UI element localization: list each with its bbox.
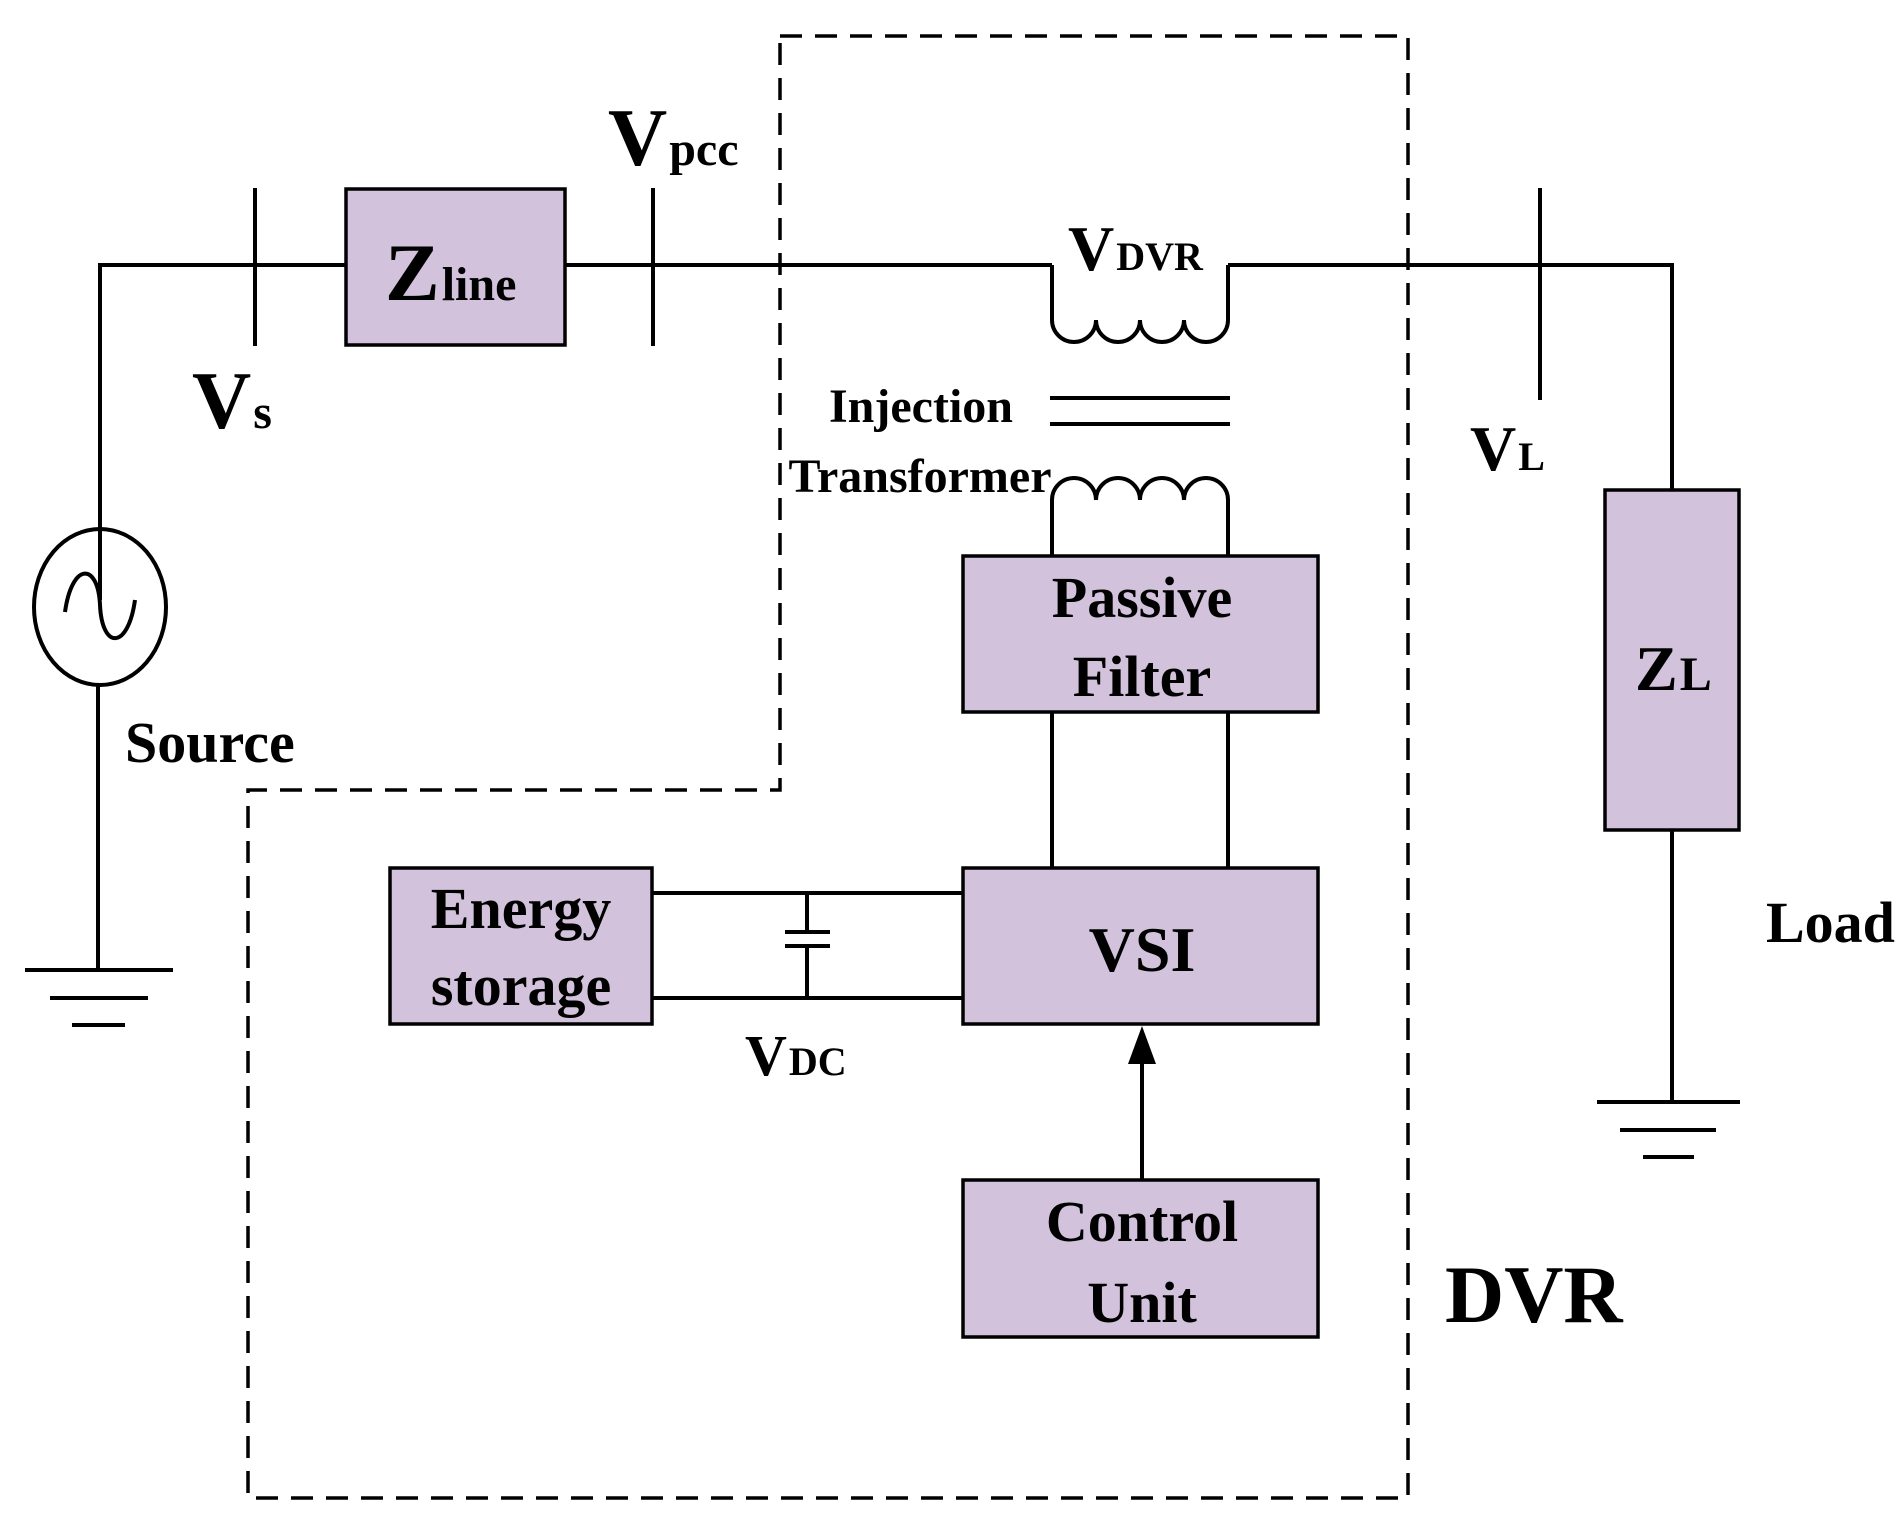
svg-text:ZL: ZL <box>1635 633 1712 704</box>
source-ground-icon <box>25 968 173 1027</box>
control-unit-line2: Unit <box>1087 1270 1197 1335</box>
vl-main: V <box>1470 413 1516 484</box>
injection-label-line1: Injection <box>829 380 1013 433</box>
source-symbol <box>32 527 168 970</box>
main-line <box>98 188 1674 600</box>
passive-filter-line2: Filter <box>1073 644 1211 709</box>
vdc-sub: DC <box>789 1039 847 1084</box>
energy-storage-line2: storage <box>431 953 611 1018</box>
load-label: Load <box>1766 890 1895 955</box>
svg-text:Vpcc: Vpcc <box>608 92 739 183</box>
dvr-boundary <box>246 34 1410 1500</box>
load-ground-icon <box>1597 1100 1740 1159</box>
zline-block: Zline <box>344 187 567 347</box>
injection-transformer <box>1050 265 1230 556</box>
vs-sub: s <box>253 386 272 439</box>
source-label: Source <box>125 710 295 775</box>
passive-filter-line1: Passive <box>1052 565 1232 630</box>
svg-text:Zline: Zline <box>385 227 516 318</box>
control-unit-line1: Control <box>1046 1189 1238 1254</box>
vl-sub: L <box>1518 434 1545 479</box>
injection-label-line2: Transformer <box>788 450 1051 503</box>
vsi-block: VSI <box>961 866 1320 1026</box>
svg-text:VL: VL <box>1470 413 1545 484</box>
dvr-label: DVR <box>1445 1249 1623 1340</box>
vsi-label: VSI <box>1089 914 1196 985</box>
vdc-main: V <box>745 1023 787 1088</box>
vs-main: V <box>192 355 251 446</box>
zline-main: Z <box>385 227 440 318</box>
control-arrow-icon <box>1128 1026 1156 1180</box>
energy-storage-line1: Energy <box>431 876 611 941</box>
svg-text:VDVR: VDVR <box>1068 213 1204 284</box>
vpcc-sub: pcc <box>669 123 738 176</box>
passive-filter-block: Passive Filter <box>961 554 1320 714</box>
svg-text:VDC: VDC <box>745 1023 847 1088</box>
zline-sub: line <box>442 258 517 311</box>
vdvr-sub: DVR <box>1116 234 1204 279</box>
zl-sub: L <box>1680 648 1712 701</box>
zl-block: ZL <box>1603 488 1741 832</box>
zl-main: Z <box>1635 633 1678 704</box>
energy-storage-block: Energy storage <box>388 866 654 1026</box>
svg-text:Vs: Vs <box>192 355 272 446</box>
vdvr-main: V <box>1068 213 1114 284</box>
control-unit-block: Control Unit <box>961 1178 1320 1339</box>
vpcc-main: V <box>608 92 667 183</box>
dc-link <box>652 891 963 1000</box>
